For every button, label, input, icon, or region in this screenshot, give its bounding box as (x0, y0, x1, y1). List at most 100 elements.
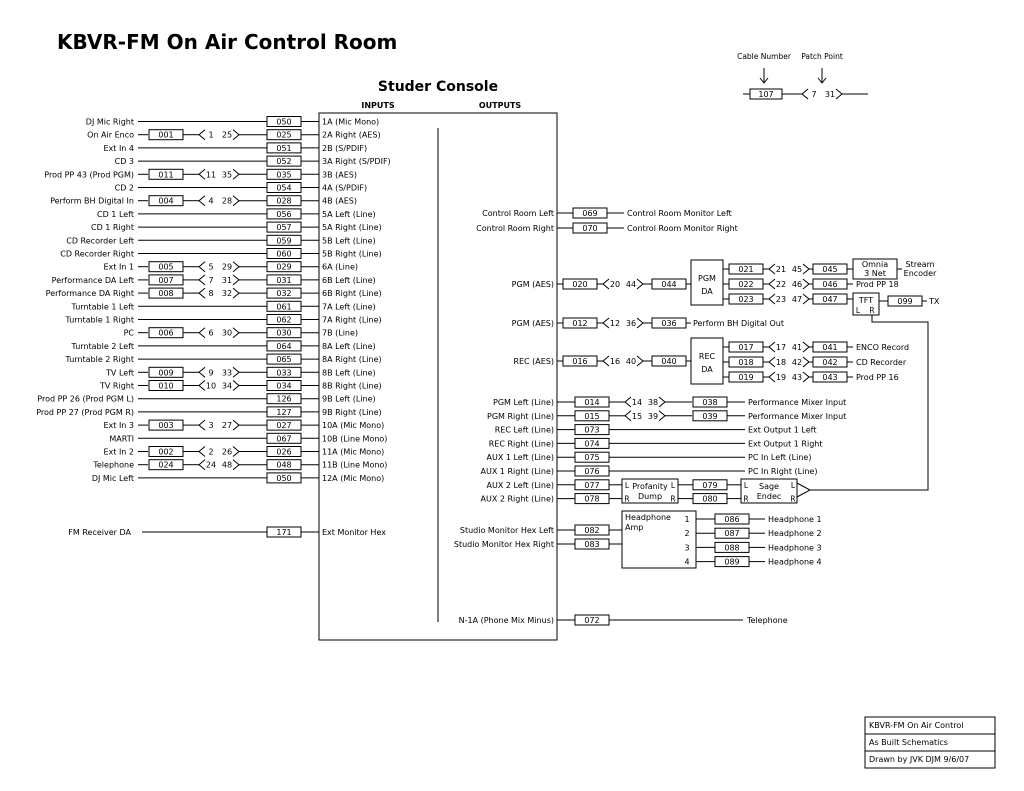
title-block-name: KBVR-FM On Air Control (869, 721, 963, 730)
rec-da-destination: ENCO Record (856, 343, 909, 352)
line-output-cable-number: 075 (584, 453, 599, 462)
headphone-out-number: 2 (684, 529, 689, 538)
line-output-patch-right-bracket (658, 410, 666, 422)
line-output-patch-b: 39 (648, 412, 658, 421)
rec-da-out-patch-a: 18 (776, 358, 786, 367)
console-input-channel: 5A Left (Line) (322, 210, 376, 219)
line-output-label: REC Right (Line) (489, 439, 554, 448)
perform-bh-digital-out: Perform BH Digital Out (693, 319, 784, 328)
input-patch-a: 9 (208, 368, 213, 377)
input-label: Turntable 2 Left (71, 342, 134, 351)
line-output-destination: PC In Left (Line) (748, 453, 811, 462)
input-cable-number: 029 (276, 263, 291, 272)
tft-r: R (869, 306, 874, 315)
console-title: Studer Console (378, 79, 498, 95)
rec-da-out-patch-left-bracket (768, 356, 776, 368)
sage-output-triangle (796, 482, 812, 498)
console-input-channel: 8A Left (Line) (322, 342, 376, 351)
line-output-cable-number: 076 (584, 467, 599, 476)
input-patch-a: 6 (208, 329, 213, 338)
input-label: Telephone (92, 461, 134, 470)
input-cable-number: 050 (276, 118, 291, 127)
line-output-patch-a: 15 (632, 412, 642, 421)
input-label: CD 1 Right (91, 223, 134, 232)
rec-da-out-cable-number: 018 (738, 358, 753, 367)
input-source-cable-number: 003 (158, 421, 173, 430)
inputs-header: INPUTS (361, 101, 394, 110)
input-cable-number: 027 (276, 421, 291, 430)
input-label: Perform BH Digital In (50, 197, 134, 206)
title-block (864, 716, 996, 769)
rec-da-out-patch-right-bracket (802, 356, 810, 368)
input-patch-right-bracket (232, 446, 240, 457)
console-input-channel: 9B Left (Line) (322, 395, 376, 404)
input-cable-number: 060 (276, 250, 291, 259)
rec-aes-patch-right-bracket (636, 355, 644, 367)
input-cable-number: 033 (276, 368, 291, 377)
tft-cable-number: 099 (897, 297, 912, 306)
input-patch-left-bracket (198, 366, 206, 378)
phone-mix-minus-label: N-1A (Phone Mix Minus) (459, 616, 554, 625)
console-input-channel: 10A (Mic Mono) (322, 421, 384, 430)
input-label: MARTI (109, 434, 134, 443)
sage-to-tft-wire (810, 315, 929, 491)
control-room-cable-number: 069 (582, 209, 597, 218)
rec-da-out-patch-right-bracket (802, 341, 810, 353)
headphone-amp-label: Headphone (625, 513, 671, 522)
legend-patch-b: 31 (825, 90, 835, 99)
input-label: CD 2 (115, 184, 134, 193)
input-label: PC (124, 329, 135, 338)
pgm-da-label: DA (701, 287, 713, 296)
input-patch-b: 33 (222, 368, 232, 377)
headphone-amp-box (621, 510, 697, 569)
legend-patch-label: Patch Point (801, 52, 843, 61)
input-cable-number: 035 (276, 170, 291, 179)
input-label: Performance DA Right (46, 289, 134, 298)
input-patch-b: 34 (222, 382, 232, 391)
pgm-aes2-patch-left-bracket (602, 317, 610, 329)
pgm-da-out-cable-number: 021 (738, 265, 753, 274)
input-patch-left-bracket (198, 274, 206, 286)
pgm-da-out-patch-left-bracket (768, 278, 776, 290)
title-block-drawn-by: Drawn by JVK DJM 9/6/07 (869, 755, 969, 764)
input-patch-b: 26 (222, 448, 232, 457)
headphone-amp-label: Amp (625, 523, 643, 532)
stream-encoder-label: Stream (906, 260, 935, 269)
line-output-label: AUX 1 Left (Line) (487, 453, 555, 462)
tx-label: TX (928, 297, 940, 306)
pgm-aes-label: PGM (AES) (512, 280, 554, 289)
console-input-channel: 3B (AES) (322, 170, 357, 179)
input-cable-number: 026 (276, 448, 291, 457)
input-cable-number: 062 (276, 316, 291, 325)
console-input-channel: 3A Right (S/PDIF) (322, 157, 391, 166)
headphone-destination: Headphone 1 (768, 515, 822, 524)
console-input-channel: 1A (Mic Mono) (322, 118, 379, 127)
pgm-aes2-patch-b: 36 (626, 319, 636, 328)
input-source-cable-number: 006 (158, 329, 173, 338)
input-label: Prod PP 27 (Prod PGM R) (36, 408, 134, 417)
input-patch-b: 32 (222, 289, 232, 298)
console-input-channel: 6A (Line) (322, 263, 358, 272)
rec-da-out-patch-left-bracket (768, 371, 776, 383)
input-patch-left-bracket (198, 168, 206, 180)
control-room-destination: Control Room Monitor Left (627, 209, 732, 218)
line-output-label: AUX 2 Right (Line) (480, 495, 554, 504)
input-patch-b: 25 (222, 131, 232, 140)
line-output-label: AUX 1 Right (Line) (480, 467, 554, 476)
rec-da-out-patch-b: 41 (792, 343, 802, 352)
input-source-cable-number: 024 (158, 461, 173, 470)
rec-aes-cable-number: 016 (572, 357, 587, 366)
tft-l: L (856, 306, 861, 315)
input-patch-right-bracket (232, 261, 240, 273)
page-title: KBVR-FM On Air Control Room (57, 30, 397, 54)
sage-r-out: R (790, 495, 795, 504)
input-patch-left-bracket (198, 195, 206, 207)
line-output-destination: Performance Mixer Input (748, 398, 846, 407)
pgm-da-out-patch-a: 23 (776, 295, 786, 304)
input-patch-right-bracket (232, 419, 240, 431)
pgm-aes-patch-left-bracket (602, 278, 610, 290)
input-cable-number: 025 (276, 131, 291, 140)
input-source-cable-number: 009 (158, 368, 173, 377)
pgm-aes-patch-right-bracket (636, 278, 644, 290)
line-output-patch-left-bracket (624, 396, 632, 408)
